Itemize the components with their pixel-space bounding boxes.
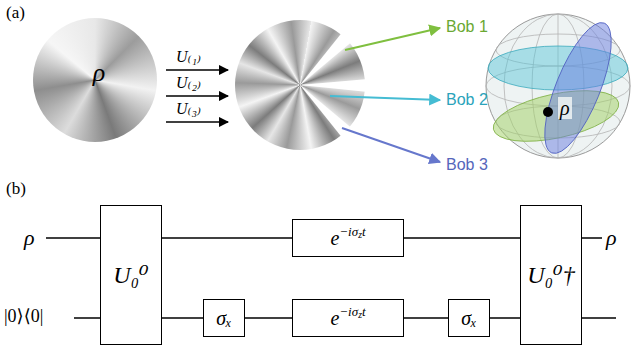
blue-plane (531, 15, 624, 161)
unitary-gate-dagger: U₀⁰† (520, 205, 582, 345)
input-wire (46, 237, 100, 239)
party-label: Bob 3 (446, 156, 488, 174)
pauli-x-gate: σₓ (448, 299, 490, 337)
bob-arrow (345, 28, 440, 50)
quantum-wire (490, 317, 520, 319)
output-wire (582, 237, 602, 239)
unitary-label: U₍₃₎ (176, 100, 201, 118)
gate-text: U₀⁰ (113, 262, 148, 288)
input-state-label: ρ (24, 226, 35, 250)
quantum-wire (162, 317, 203, 319)
panel-label: (b) (6, 180, 26, 199)
input-wire (74, 317, 100, 319)
gate-text: σₓ (216, 307, 232, 329)
output-state-label: ρ (606, 226, 617, 250)
gate-text: e−iσzt (330, 227, 365, 249)
cut (300, 20, 366, 85)
bob-arrow (342, 128, 440, 162)
ancilla-state-label: |0⟩⟨0| (4, 307, 43, 327)
unitary-arrow (166, 121, 228, 123)
cut (300, 85, 366, 150)
unitary-label: U₍₂₎ (176, 74, 201, 92)
disk-cuts (300, 20, 368, 150)
output-wire (582, 317, 616, 319)
gate-text: σₓ (461, 307, 477, 329)
evolution-gate: e−iσzt (292, 219, 404, 257)
unitary-arrow (166, 69, 228, 71)
gate-text: U₀⁰† (527, 262, 574, 288)
quantum-wire (404, 317, 448, 319)
quantum-wire (404, 237, 520, 239)
unitary-label: U₍₁₎ (176, 48, 201, 66)
quantum-wire (245, 317, 292, 319)
party-label: Bob 2 (446, 91, 488, 109)
panel-label: (a) (6, 4, 25, 23)
cut (300, 79, 368, 92)
state-dot (543, 107, 553, 117)
bloch-sphere (486, 14, 630, 161)
party-label: Bob 1 (446, 18, 488, 36)
gate-text: e−iσzt (330, 307, 365, 329)
pauli-x-gate: σₓ (203, 299, 245, 337)
state-label: ρ (558, 97, 572, 119)
state-disk: ρ (33, 18, 157, 142)
quantum-wire (162, 237, 292, 239)
unitary-arrow (166, 95, 228, 97)
evolution-gate: e−iσzt (292, 299, 404, 337)
gate-text: ρ (93, 59, 105, 88)
unitary-gate: U₀⁰ (100, 205, 162, 345)
bob-arrow (330, 96, 440, 100)
